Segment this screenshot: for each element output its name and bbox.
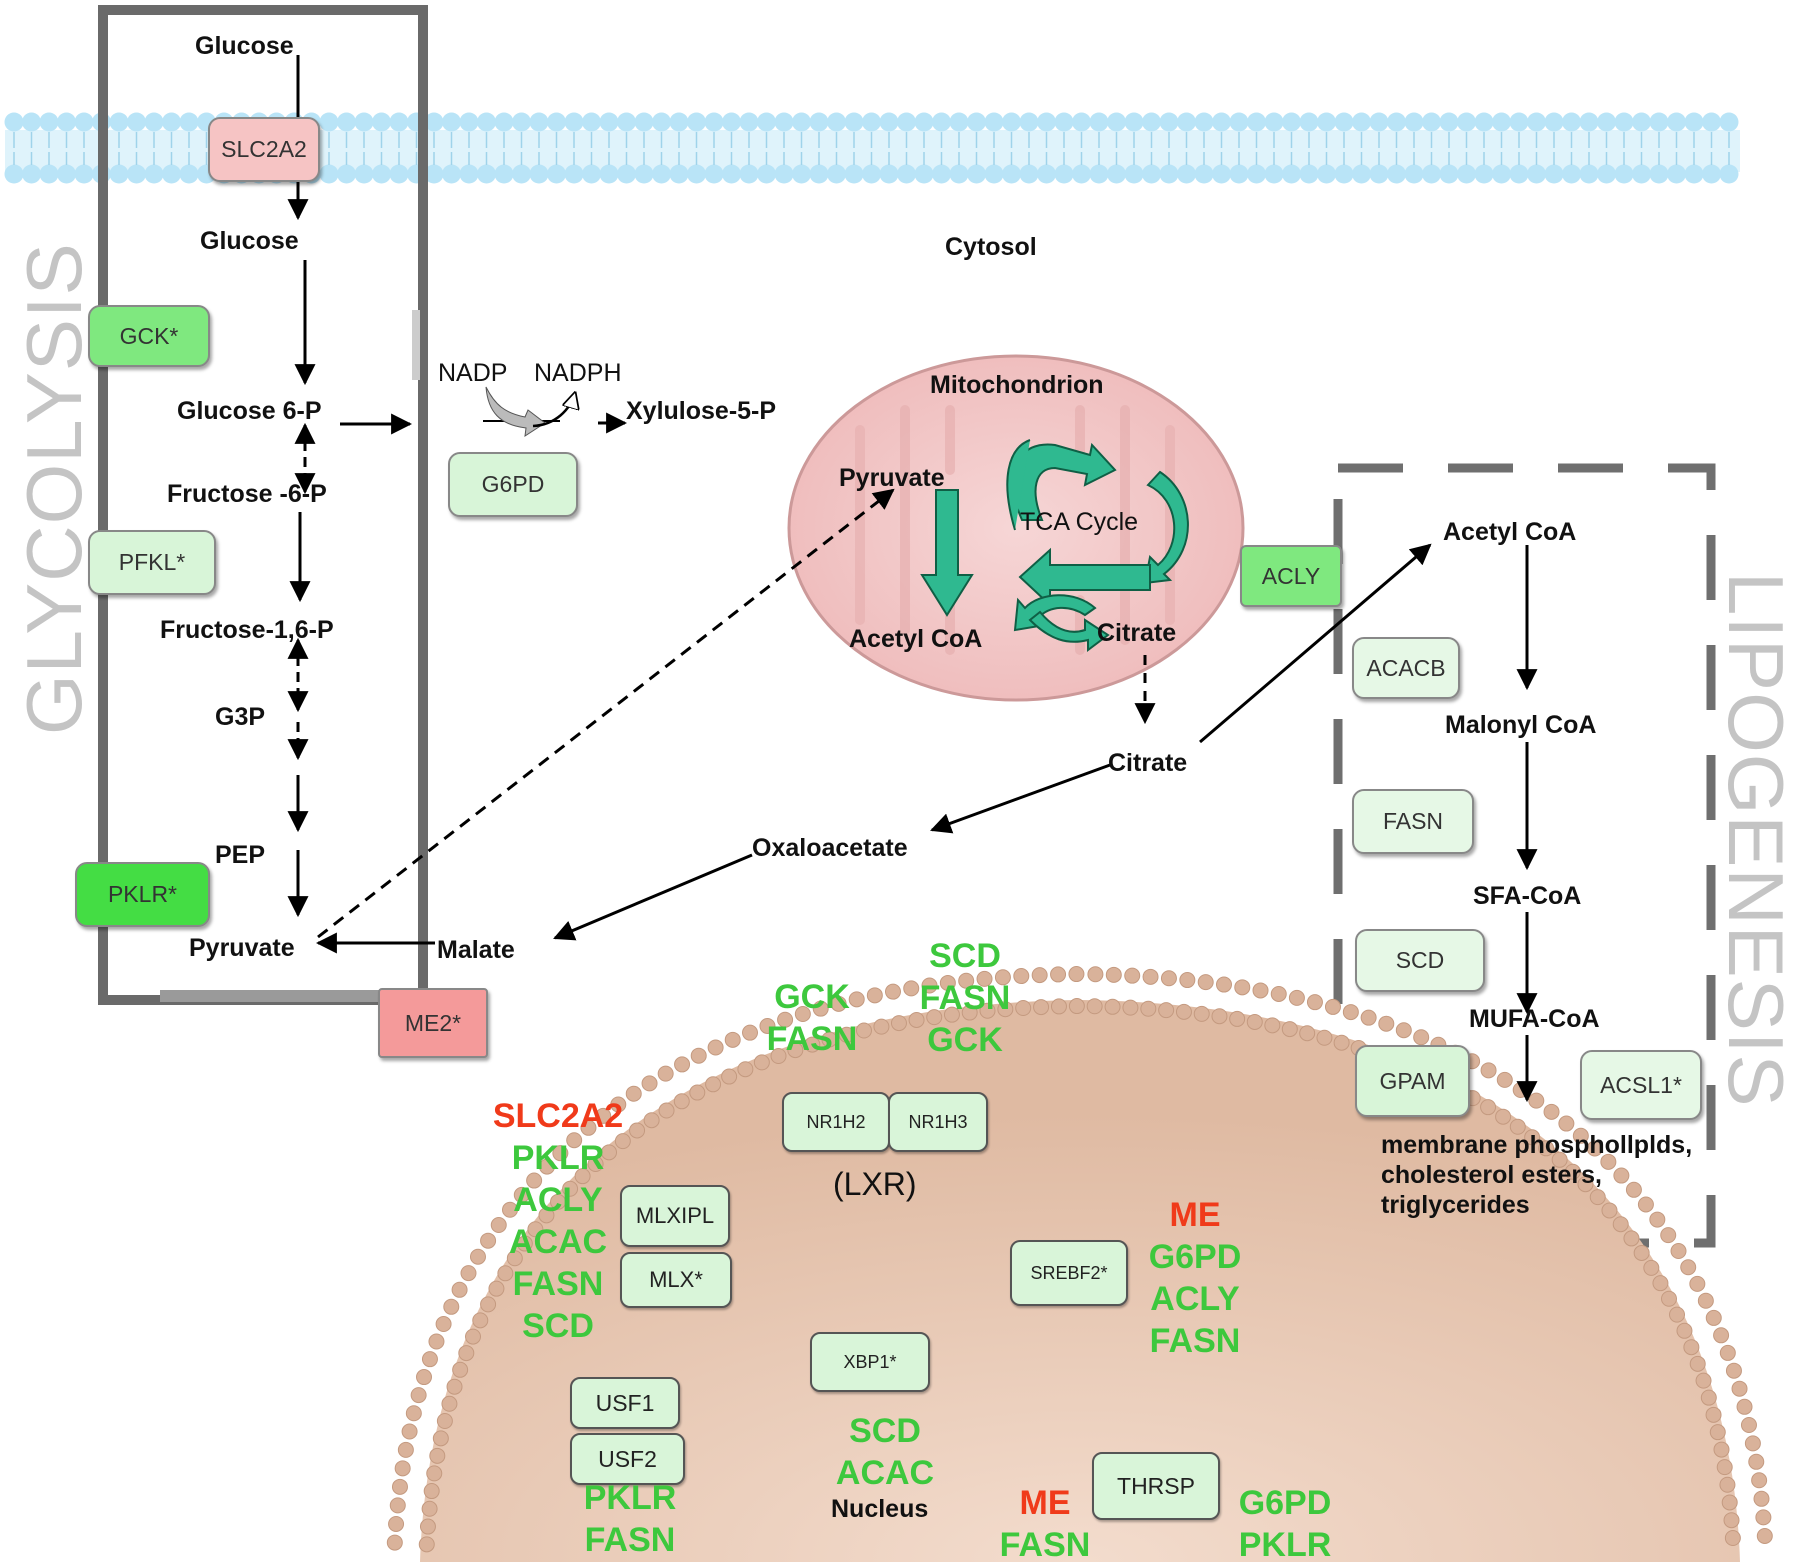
tca-cycle-arrows	[920, 439, 1189, 652]
target-gene: ME	[1019, 1484, 1071, 1522]
nadp-label: NADP	[438, 359, 508, 387]
target-gene: PKLR	[511, 1139, 605, 1177]
target-gene: G6PD	[1238, 1484, 1332, 1522]
usf2-factor: USF2	[570, 1433, 685, 1485]
xylulose-5p-label: Xylulose-5-P	[626, 397, 777, 425]
malonylcoa-label: Malonyl CoA	[1445, 711, 1597, 739]
fructose-16p-label: Fructose-1,6-P	[160, 616, 334, 644]
lipo-acetylcoa-label: Acetyl CoA	[1443, 518, 1577, 546]
target-gene: ACLY	[1150, 1280, 1240, 1318]
glucose-6p-label: Glucose 6-P	[177, 397, 322, 425]
fructose-6p-label: Fructose -6-P	[167, 480, 327, 508]
target-gene: SCD	[522, 1307, 594, 1345]
nadph-label: NADPH	[534, 359, 622, 387]
cytosol-arrows	[317, 488, 1538, 1103]
nr1h2-factor: NR1H2	[782, 1092, 890, 1152]
mlxipl-factor: MLXIPL	[620, 1185, 730, 1247]
mito-pyruvate-label: Pyruvate	[839, 464, 945, 492]
srebf2-factor: SREBF2*	[1010, 1240, 1128, 1306]
target-gene: FASN	[1149, 1322, 1241, 1360]
acsl1-enzyme: ACSL1*	[1580, 1050, 1702, 1120]
malate-label: Malate	[437, 936, 515, 964]
glycolysis-title: GLYCOLYSIS	[10, 242, 98, 735]
tca-cycle-label: TCA Cycle	[1020, 508, 1139, 536]
lxr-targets-left: GCK FASN	[752, 976, 872, 1060]
target-gene: GCK	[927, 1021, 1003, 1059]
sfacoa-label: SFA-CoA	[1473, 882, 1582, 910]
pfkl-enzyme: PFKL*	[88, 530, 216, 595]
pklr-enzyme: PKLR*	[75, 862, 210, 927]
usf-targets: PKLR FASN	[565, 1477, 695, 1561]
cytosol-label: Cytosol	[945, 233, 1037, 261]
target-gene: SCD	[849, 1412, 921, 1450]
target-gene: ACLY	[513, 1181, 603, 1219]
thrsp-targets-left: ME FASN	[985, 1482, 1105, 1562]
thrsp-factor: THRSP	[1092, 1452, 1220, 1520]
mufacoa-label: MUFA-CoA	[1469, 1005, 1600, 1033]
glucose-extracellular-label: Glucose	[195, 32, 294, 60]
slc2a2-enzyme: SLC2A2	[208, 117, 320, 182]
target-gene: SLC2A2	[492, 1097, 624, 1135]
target-gene: SCD	[929, 937, 1001, 975]
target-gene: FASN	[766, 1020, 858, 1058]
citrate-cytosol-label: Citrate	[1108, 749, 1188, 777]
mlx-factor: MLX*	[620, 1252, 732, 1308]
target-gene: ACAC	[835, 1454, 935, 1492]
cell-membrane	[4, 112, 1740, 184]
target-gene: PKLR	[583, 1479, 677, 1517]
target-gene: FASN	[999, 1526, 1091, 1562]
gck-enzyme: GCK*	[88, 305, 210, 367]
pyruvate-cytosol-label: Pyruvate	[189, 934, 295, 962]
target-gene: FASN	[512, 1265, 604, 1303]
nucleus-label: Nucleus	[831, 1495, 929, 1523]
thrsp-targets-right: G6PD PKLR	[1225, 1482, 1345, 1562]
target-gene: G6PD	[1148, 1238, 1242, 1276]
target-gene: FASN	[584, 1521, 676, 1559]
lxr-label: (LXR)	[833, 1166, 917, 1202]
xbp1-targets: SCD ACAC	[820, 1410, 950, 1494]
target-gene: GCK	[774, 978, 850, 1016]
scd-enzyme: SCD	[1355, 929, 1485, 992]
target-gene: ME	[1169, 1196, 1221, 1234]
g6pd-enzyme: G6PD	[448, 452, 578, 517]
lipogenesis-title: LIPOGENESIS	[1712, 572, 1800, 1108]
target-gene: ACAC	[508, 1223, 608, 1261]
acly-enzyme: ACLY	[1240, 545, 1342, 607]
srebf2-targets: ME G6PD ACLY FASN	[1130, 1194, 1260, 1362]
pentose-phosphate-arrows	[483, 386, 628, 438]
oxaloacetate-label: Oxaloacetate	[752, 834, 908, 862]
g3p-label: G3P	[215, 703, 266, 731]
mito-citrate-label: Citrate	[1097, 619, 1177, 647]
pep-label: PEP	[215, 841, 266, 869]
lxr-targets-right: SCD FASN GCK	[905, 935, 1025, 1061]
acacb-enzyme: ACACB	[1352, 637, 1460, 699]
glucose-intracellular-label: Glucose	[200, 227, 299, 255]
target-gene: PKLR	[1238, 1526, 1332, 1562]
mito-acetylcoa-label: Acetyl CoA	[849, 625, 983, 653]
usf1-factor: USF1	[570, 1377, 680, 1429]
gpam-enzyme: GPAM	[1355, 1045, 1470, 1117]
xbp1-factor: XBP1*	[810, 1332, 930, 1392]
me2-enzyme: ME2*	[378, 988, 488, 1058]
target-gene: FASN	[919, 979, 1011, 1017]
mitochondrion-label: Mitochondrion	[930, 371, 1104, 399]
nr1h3-factor: NR1H3	[888, 1092, 988, 1152]
fasn-enzyme: FASN	[1352, 789, 1474, 854]
lipid-products-label: membrane phosphollplds, cholesterol este…	[1381, 1131, 1693, 1219]
